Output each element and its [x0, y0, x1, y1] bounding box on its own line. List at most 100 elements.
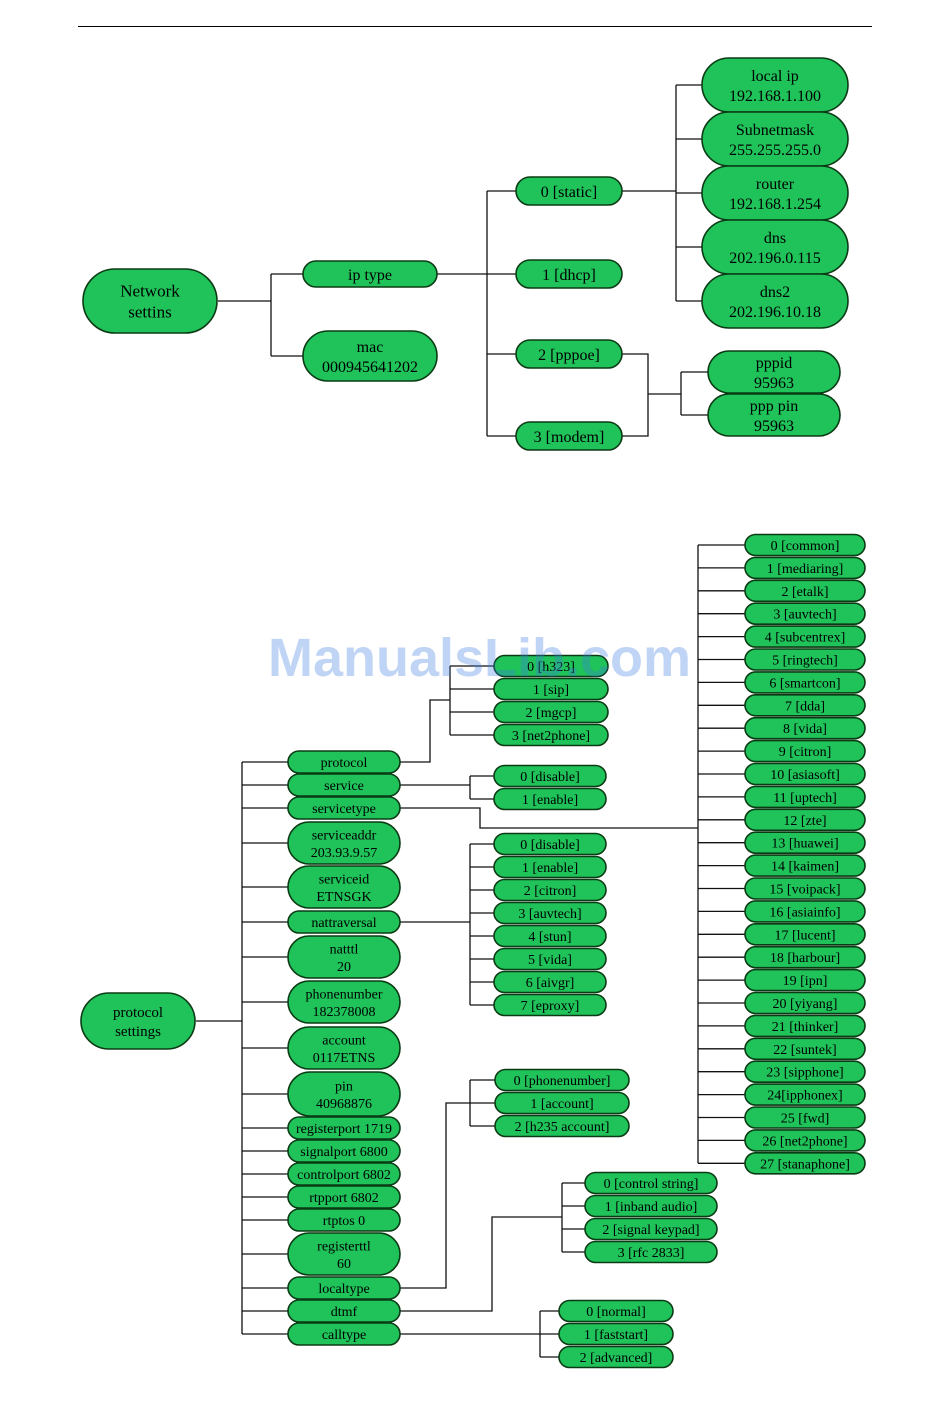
servicetype-option-24-ipphonex: 24[ipphonex] — [744, 1083, 866, 1106]
service-option-0-disable-shape — [493, 764, 607, 788]
ip-option-0-static: 0 [static] — [515, 176, 623, 206]
servicetype-option-9-citron: 9 [citron] — [744, 739, 866, 763]
servicetype-option-22-suntek: 22 [suntek] — [744, 1037, 866, 1061]
item-servicetype: servicetype — [287, 796, 401, 820]
item-signalport-6800-shape — [287, 1139, 401, 1163]
item-serviceaddr-label: serviceaddr — [312, 828, 377, 843]
nat-option-4-stun-label: 4 [stun] — [528, 930, 571, 945]
servicetype-option-3-auvtech-label: 3 [auvtech] — [773, 608, 836, 623]
connector-line — [400, 1102, 470, 1289]
item-pin-shape — [287, 1071, 401, 1117]
servicetype-option-6-smartcon-label: 6 [smartcon] — [769, 676, 840, 691]
servicetype-option-16-asiainfo-label: 16 [asiainfo] — [769, 905, 840, 920]
protocol-root-shape — [80, 992, 196, 1050]
static-field-subnetmask-label: Subnetmask — [736, 122, 814, 139]
ip-option-1-dhcp: 1 [dhcp] — [515, 259, 623, 289]
item-account-label: 0117ETNS — [313, 1051, 375, 1066]
item-serviceaddr-shape — [287, 821, 401, 865]
static-field-router-label: router — [756, 176, 795, 193]
servicetype-option-18-harbour-label: 18 [harbour] — [770, 951, 840, 966]
item-account-label: account — [322, 1033, 366, 1048]
static-field-local-ip-label: local ip — [751, 68, 799, 85]
servicetype-option-6-smartcon-shape — [744, 671, 866, 694]
servicetype-option-27-stanaphone-label: 27 [stanaphone] — [760, 1157, 850, 1172]
nat-option-5-vida-shape — [493, 947, 607, 971]
item-nattraversal-label: nattraversal — [311, 916, 376, 931]
nat-option-1-enable-label: 1 [enable] — [522, 861, 578, 876]
nat-option-2-citron-label: 2 [citron] — [524, 884, 576, 899]
item-localtype-shape — [287, 1276, 401, 1300]
item-phonenumber-label: phonenumber — [306, 987, 383, 1002]
static-field-local-ip-label: 192.168.1.100 — [729, 88, 821, 105]
service-option-1-enable: 1 [enable] — [493, 787, 607, 811]
servicetype-option-25-fwd-shape — [744, 1106, 866, 1129]
item-registerttl-label: 60 — [337, 1257, 351, 1272]
dtmf-option-2-signal-keypad: 2 [signal keypad] — [584, 1217, 718, 1241]
dtmf-option-0-control-string: 0 [control string] — [584, 1171, 718, 1195]
connector-line — [400, 699, 450, 763]
item-signalport-6800-label: signalport 6800 — [300, 1145, 388, 1160]
nat-option-1-enable: 1 [enable] — [493, 855, 607, 879]
item-servicetype-label: servicetype — [312, 802, 376, 817]
item-service-shape — [287, 773, 401, 797]
localtype-option-2-h235-account: 2 [h235 account] — [494, 1114, 630, 1138]
static-field-router-label: 192.168.1.254 — [729, 196, 821, 213]
item-protocol-label: protocol — [321, 756, 368, 771]
protocol-option-1-sip-shape — [493, 677, 609, 701]
nat-option-1-enable-shape — [493, 855, 607, 879]
servicetype-option-7-dda: 7 [dda] — [744, 693, 866, 717]
item-phonenumber-shape — [287, 980, 401, 1024]
servicetype-option-22-suntek-label: 22 [suntek] — [773, 1043, 836, 1058]
ip-option-3-modem-shape — [515, 421, 623, 451]
connector-line — [400, 1216, 562, 1312]
item-serviceaddr-label: 203.93.9.57 — [311, 846, 378, 861]
servicetype-option-13-huawei-label: 13 [huawei] — [771, 837, 838, 852]
servicetype-option-17-lucent-shape — [744, 922, 866, 946]
calltype-option-2-advanced-shape — [558, 1345, 674, 1369]
static-field-router: router 192.168.1.254 — [701, 165, 849, 221]
servicetype-option-3-auvtech: 3 [auvtech] — [744, 602, 866, 626]
item-servicetype-shape — [287, 796, 401, 820]
servicetype-option-25-fwd: 25 [fwd] — [744, 1106, 866, 1129]
protocol-root-label: protocol — [113, 1005, 163, 1021]
item-protocol: protocol — [287, 750, 401, 774]
service-option-1-enable-label: 1 [enable] — [522, 793, 578, 808]
item-account: account 0117ETNS — [287, 1026, 401, 1070]
servicetype-option-7-dda-shape — [744, 693, 866, 717]
servicetype-option-21-thinker-shape — [744, 1014, 866, 1038]
service-option-1-enable-shape — [493, 787, 607, 811]
protocol-option-2-mgcp-shape — [493, 700, 609, 724]
ip-option-1-dhcp-shape — [515, 259, 623, 289]
servicetype-option-15-voipack-label: 15 [voipack] — [769, 883, 840, 898]
servicetype-option-19-ipn: 19 [ipn] — [744, 968, 866, 992]
localtype-option-2-h235-account-shape — [494, 1114, 630, 1138]
servicetype-option-14-kaimen-label: 14 [kaimen] — [771, 860, 839, 875]
servicetype-option-21-thinker: 21 [thinker] — [744, 1014, 866, 1038]
ip-option-2-pppoe: 2 [pppoe] — [515, 339, 623, 369]
protocol-option-0-h323: 0 [h323] — [493, 654, 609, 678]
item-calltype-shape — [287, 1322, 401, 1346]
servicetype-option-16-asiainfo: 16 [asiainfo] — [744, 900, 866, 923]
localtype-option-1-account-shape — [494, 1091, 630, 1115]
item-phonenumber-label: 182378008 — [313, 1005, 376, 1020]
watermark: ManualsLib.com — [268, 628, 691, 688]
nat-option-7-eproxy-label: 7 [eproxy] — [521, 999, 580, 1014]
calltype-option-1-faststart-label: 1 [faststart] — [584, 1328, 648, 1343]
page-rule — [78, 26, 872, 27]
servicetype-option-27-stanaphone: 27 [stanaphone] — [744, 1152, 866, 1175]
network-root-label: settins — [128, 303, 171, 322]
protocol-option-2-mgcp: 2 [mgcp] — [493, 700, 609, 724]
servicetype-option-11-uptech-shape — [744, 785, 866, 809]
ppp-field-pppid-label: 95963 — [754, 375, 794, 392]
servicetype-option-26-net2phone-shape — [744, 1129, 866, 1152]
servicetype-option-26-net2phone-label: 26 [net2phone] — [762, 1134, 847, 1149]
item-serviceaddr: serviceaddr 203.93.9.57 — [287, 821, 401, 865]
item-service-label: service — [324, 779, 364, 794]
servicetype-option-10-asiasoft-shape — [744, 762, 866, 786]
nat-option-5-vida-label: 5 [vida] — [528, 953, 572, 968]
ppp-field-ppp-pin-label: ppp pin — [750, 398, 798, 415]
servicetype-option-26-net2phone: 26 [net2phone] — [744, 1129, 866, 1152]
static-field-dns2-label: dns2 — [760, 284, 790, 301]
item-natttl-label: 20 — [337, 960, 351, 975]
